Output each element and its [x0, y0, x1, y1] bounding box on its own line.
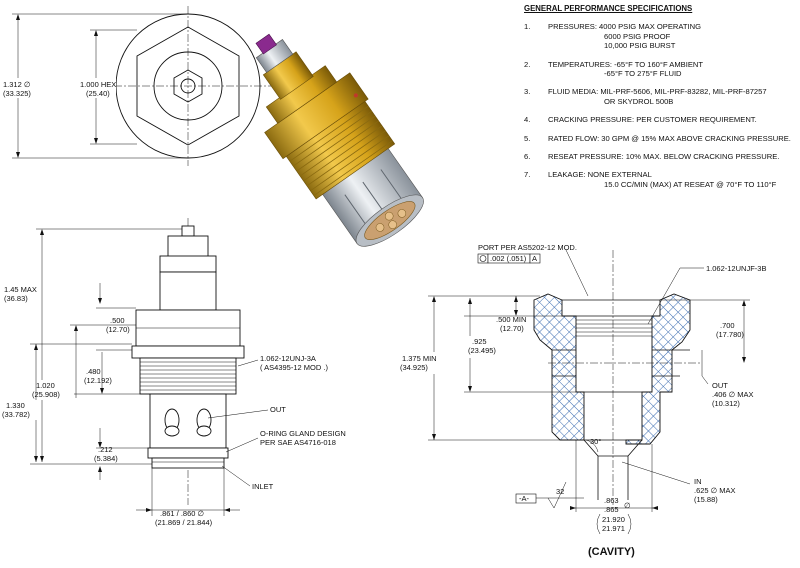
- side-thread-1: 1.062-12UNJ-3A: [260, 354, 316, 363]
- side-d1330-mm: (33.782): [2, 410, 30, 419]
- side-d480-in: .480: [86, 367, 101, 376]
- cavity-view: PORT PER AS5202-12 MOD. .002 (.051) A 1.…: [398, 243, 766, 535]
- spec-line: OR SKYDROL 500B: [604, 96, 674, 106]
- side-d480-mm: (12.192): [84, 376, 112, 385]
- specs-title: GENERAL PERFORMANCE SPECIFICATIONS: [524, 4, 693, 13]
- cavity-out-label: OUT: [712, 381, 728, 390]
- spec-line: RATED FLOW: 30 GPM @ 15% MAX ABOVE CRACK…: [548, 133, 791, 143]
- cavity-out-dia-mm: (10.312): [712, 399, 740, 408]
- side-dia-bottom-mm: (21.869 / 21.844): [155, 518, 213, 527]
- side-d1020-in: 1.020: [36, 381, 55, 390]
- side-max-in: 1.45 MAX: [4, 285, 37, 294]
- top-hex-in: 1.000 HEX: [80, 80, 116, 89]
- spec-item: 5. RATED FLOW: 30 GPM @ 15% MAX ABOVE CRA…: [524, 134, 796, 143]
- cavity-d500-mm: (12.70): [500, 324, 524, 333]
- valve-3d-render: [255, 33, 424, 247]
- spec-number: 3.: [524, 87, 531, 97]
- cavity-wall-left: [533, 293, 585, 441]
- spec-line: 6000 PSIG PROOF: [604, 31, 671, 41]
- cavity-caption: (CAVITY): [588, 546, 635, 558]
- spec-number: 5.: [524, 133, 531, 143]
- side-thread-2: ( AS4395-12 MOD .): [260, 363, 328, 372]
- render-purple-plug: [255, 33, 277, 55]
- side-inlet-label: INLET: [252, 482, 274, 491]
- side-d500-in: .500: [110, 316, 125, 325]
- spec-number: 4.: [524, 115, 531, 125]
- cavity-in-dia-in: .625 ∅ MAX: [694, 486, 736, 495]
- cavity-fcf-tol: .002 (.051): [490, 254, 527, 263]
- top-hex-mm: (25.40): [86, 89, 110, 98]
- cavity-d925-in: .925: [472, 337, 487, 346]
- side-oring-1: O-RING GLAND DESIGN: [260, 429, 346, 438]
- cavity-angle: 30°: [590, 437, 601, 446]
- spec-line: CRACKING PRESSURE: PER CUSTOMER REQUIREM…: [548, 115, 757, 125]
- side-dia-bottom-in: .861 / .860 ∅: [160, 509, 205, 518]
- side-d212-mm: (5.384): [94, 454, 118, 463]
- spec-item: 6. RESEAT PRESSURE: 10% MAX. BELOW CRACKI…: [524, 152, 796, 161]
- side-d500-mm: (12.70): [106, 325, 130, 334]
- spec-line: RESEAT PRESSURE: 10% MAX. BELOW CRACKING…: [548, 152, 780, 162]
- side-max-mm: (36.83): [4, 294, 28, 303]
- cavity-in-dia-mm: (15.88): [694, 495, 718, 504]
- spec-line: LEAKAGE: NONE EXTERNAL: [548, 170, 652, 180]
- spec-item: 4. CRACKING PRESSURE: PER CUSTOMER REQUIR…: [524, 115, 796, 124]
- side-out-label: OUT: [270, 405, 286, 414]
- spec-item: 3. FLUID MEDIA: MIL-PRF-5606, MIL-PRF-832…: [524, 87, 796, 106]
- cavity-out-dia-in: .406 ∅ MAX: [712, 390, 754, 399]
- spec-item: 2. TEMPERATURES: -65°F TO 160°F AMBIENT-6…: [524, 60, 796, 79]
- cavity-port-label: PORT PER AS5202-12 MOD.: [478, 243, 577, 252]
- spec-line: PRESSURES: 4000 PSIG MAX OPERATING: [548, 22, 702, 32]
- cavity-finish: 32: [556, 487, 564, 496]
- cavity-datum: -A-: [519, 494, 530, 503]
- top-view: 1.312 ∅ (33.325) 1.000 HEX (25.40): [0, 6, 276, 166]
- cavity-bore-top: .863: [604, 496, 619, 505]
- cavity-in-label: IN: [694, 477, 702, 486]
- spec-line: 15.0 CC/MIN (MAX) AT RESEAT @ 70°F TO 11…: [604, 179, 777, 189]
- cavity-d700-mm: (17.780): [716, 330, 744, 339]
- cavity-bore-mm-2: 21.971: [602, 524, 625, 533]
- performance-specs: GENERAL PERFORMANCE SPECIFICATIONS 1. PRE…: [524, 4, 796, 198]
- cavity-thread: 1.062-12UNJF-3B: [706, 264, 766, 273]
- side-d1330-in: 1.330: [6, 401, 25, 410]
- cavity-bore-sym: ∅: [624, 501, 631, 510]
- cavity-fcf-datum: A: [532, 254, 537, 263]
- cavity-d925-mm: (23.495): [468, 346, 496, 355]
- cavity-wall-right: [625, 293, 691, 445]
- top-dia-mm: (33.325): [3, 89, 31, 98]
- cavity-bore-mm-1: 21.920: [602, 515, 625, 524]
- side-oring-2: PER SAE AS4716-018: [260, 438, 336, 447]
- spec-line: 10,000 PSIG BURST: [604, 41, 676, 51]
- cavity-d700-in: .700: [720, 321, 735, 330]
- spec-number: 7.: [524, 170, 531, 180]
- side-view: 1.45 MAX (36.83) .500 (12.70) .480 (12.1…: [0, 218, 346, 527]
- spec-line: TEMPERATURES: -65°F TO 160°F AMBIENT: [548, 59, 704, 69]
- spec-line: -65°F TO 275°F FLUID: [604, 69, 682, 79]
- spec-number: 6.: [524, 152, 531, 162]
- spec-line: FLUID MEDIA: MIL-PRF-5606, MIL-PRF-83282…: [548, 87, 767, 97]
- spec-number: 1.: [524, 22, 531, 32]
- top-dia-in: 1.312 ∅: [3, 80, 31, 89]
- cavity-bore-bot: .865: [604, 505, 619, 514]
- side-d1020-mm: (25.908): [32, 390, 60, 399]
- cavity-d1375-in: 1.375 MIN: [402, 354, 437, 363]
- cavity-d500-in: .500 MIN: [496, 315, 526, 324]
- spec-number: 2.: [524, 59, 531, 69]
- cavity-d1375-mm: (34.925): [400, 363, 428, 372]
- side-d212-in: .212: [98, 445, 113, 454]
